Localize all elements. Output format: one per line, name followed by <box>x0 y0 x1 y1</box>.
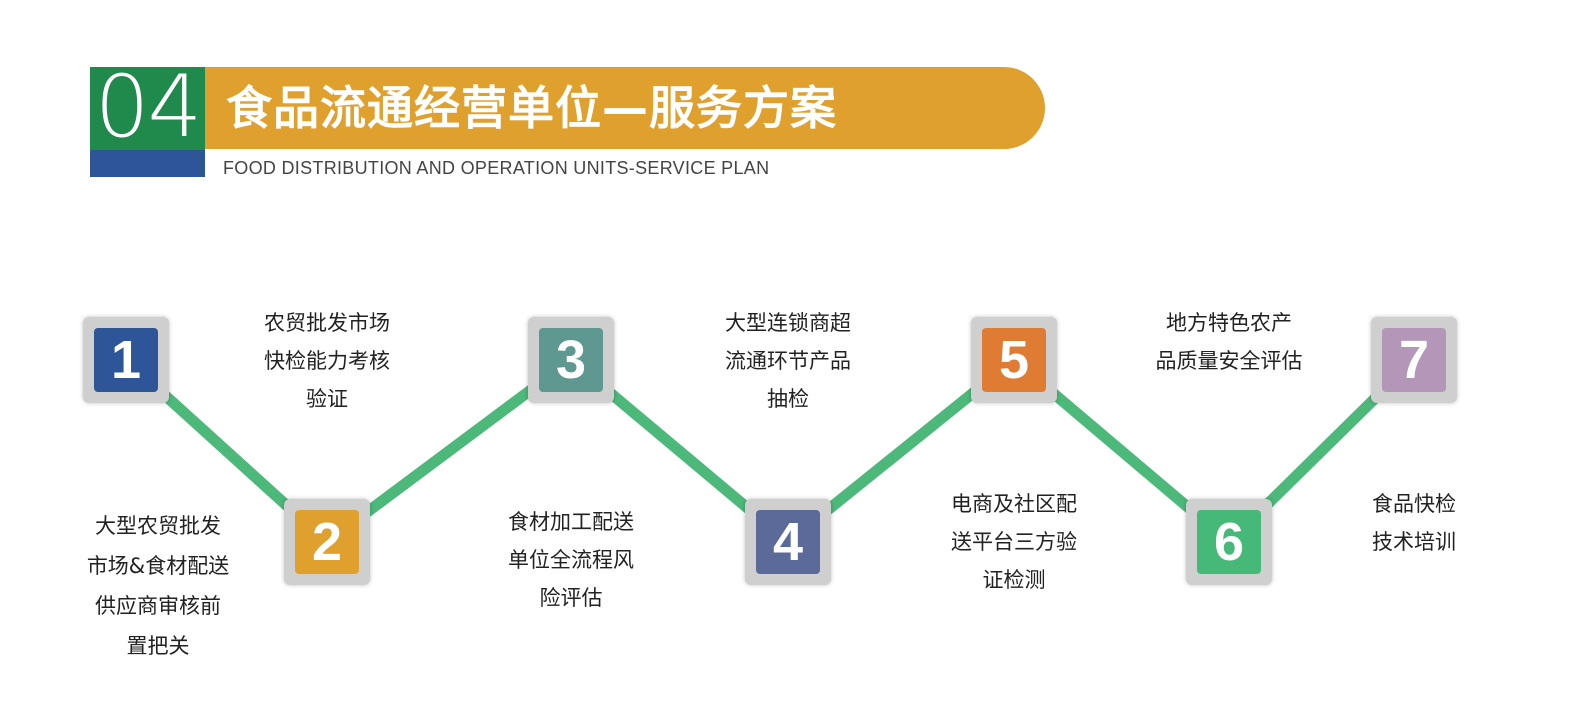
step-5-box: 5 <box>971 317 1057 403</box>
step-3-label: 食材加工配送单位全流程风险评估 <box>508 510 634 610</box>
step-5-label: 电商及社区配送平台三方验证检测 <box>951 492 1077 592</box>
step-2-number: 2 <box>295 510 359 574</box>
step-7-box: 7 <box>1371 317 1457 403</box>
step-5-number: 5 <box>982 328 1046 392</box>
step-7-number: 7 <box>1382 328 1446 392</box>
step-4-box: 4 <box>745 499 831 585</box>
section-number-underbar <box>90 150 205 177</box>
step-6-number: 6 <box>1197 510 1261 574</box>
title-banner <box>205 67 1045 149</box>
step-1-number: 1 <box>94 328 158 392</box>
step-3-number: 3 <box>539 328 603 392</box>
step-6-label: 地方特色农产品质量安全评估 <box>1155 311 1303 373</box>
step-4-number: 4 <box>756 510 820 574</box>
step-3-box: 3 <box>528 317 614 403</box>
step-4-label: 大型连锁商超流通环节产品抽检 <box>725 311 851 411</box>
section-number-block <box>90 67 205 150</box>
page-title: 食品流通经营单位—服务方案 <box>226 81 837 135</box>
step-6-box: 6 <box>1186 499 1272 585</box>
step-1-label: 大型农贸批发市场&食材配送供应商审核前置把关 <box>86 514 230 658</box>
step-2-box: 2 <box>284 499 370 585</box>
step-2-label: 农贸批发市场快检能力考核验证 <box>264 311 390 411</box>
step-7-label: 食品快检技术培训 <box>1372 492 1456 554</box>
page-subtitle: FOOD DISTRIBUTION AND OPERATION UNITS-SE… <box>223 158 770 178</box>
section-number: 04 <box>94 57 202 157</box>
step-1-box: 1 <box>83 317 169 403</box>
